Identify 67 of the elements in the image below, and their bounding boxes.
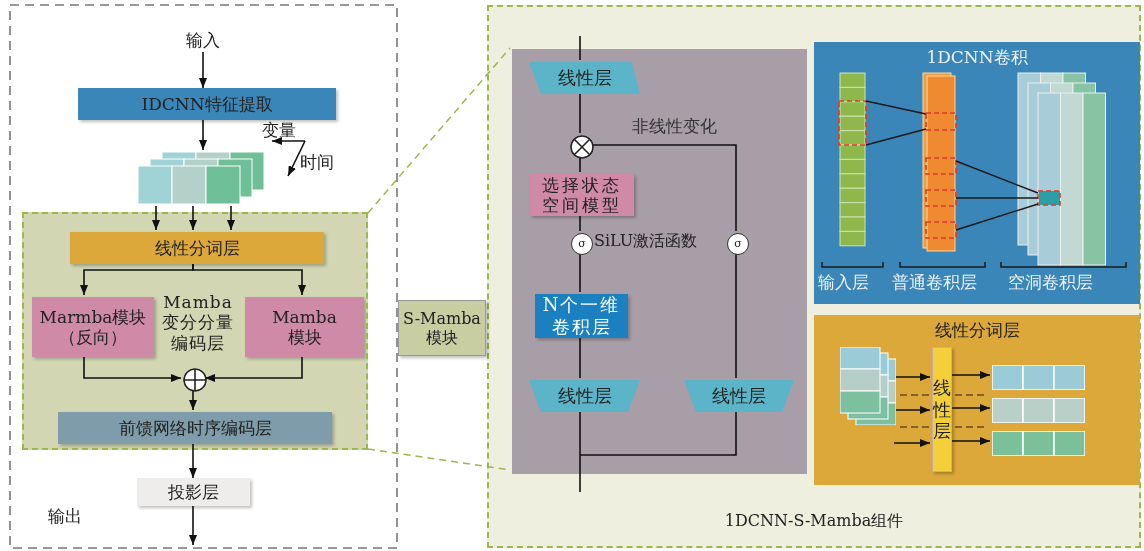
connector-arrow [893, 406, 931, 414]
input-label: 输入 [180, 28, 226, 52]
connector-arrow [199, 51, 207, 89]
connector-line [735, 252, 737, 379]
trapezoid-box: 线性层 [529, 62, 640, 94]
trapezoid-box: 线性层 [684, 380, 794, 412]
connector-line [579, 409, 581, 493]
tensor-drawing [138, 150, 264, 206]
process-box: 线性分词层 [70, 232, 324, 264]
connector-arrow [949, 437, 991, 445]
connector-arrow [199, 119, 207, 151]
token-row-drawing [992, 365, 1085, 390]
linear-layer-bar: 线性层 [932, 347, 952, 472]
text-label: 时间 [300, 152, 334, 173]
text-label: 普通卷积层 [892, 272, 977, 293]
connector-arrow [189, 441, 197, 479]
connector-arrow [152, 205, 160, 231]
module-panel [22, 212, 368, 450]
text-label: 非线性变化 [632, 116, 717, 137]
text-label: 空洞卷积层 [1008, 272, 1093, 293]
text-label: SiLU激活函数 [594, 231, 698, 251]
process-box: Marmba模块（反向） [32, 297, 154, 357]
module-tab: S-Mamba模块 [398, 300, 486, 356]
sum-circle [183, 368, 207, 392]
connector-line [591, 144, 737, 232]
connector-line [579, 213, 581, 232]
connector-line [579, 35, 581, 61]
activation-circle: σ [727, 233, 749, 255]
connector-line [579, 156, 581, 173]
connector-arrow [83, 354, 182, 382]
connector-arrow [949, 404, 991, 412]
panel-title: 线性分词层 [934, 319, 1020, 342]
connector-arrow [204, 354, 303, 382]
process-box: 投影层 [137, 478, 250, 506]
trapezoid-box: 线性层 [529, 380, 640, 412]
panel-title: 1DCNN-S-Mamba组件 [724, 511, 904, 532]
token-row-drawing [992, 431, 1085, 456]
mamba-block-panel [512, 49, 807, 474]
process-box: IDCNN特征提取 [78, 88, 336, 120]
activation-circle: σ [571, 233, 593, 255]
connector-arrow [189, 505, 197, 546]
process-box: Mamba模块 [245, 297, 364, 357]
connector-arrow [189, 205, 197, 231]
connector-arrow [949, 371, 991, 379]
tensor-drawing [840, 347, 896, 425]
connector-line [579, 252, 581, 293]
panel-title: 1DCNN卷积 [926, 46, 1028, 69]
process-box: N个一维卷积层 [535, 294, 628, 338]
text-label: 输出 [48, 506, 82, 527]
process-box: 选择状态空间模型 [530, 174, 634, 216]
token-row-drawing [992, 398, 1085, 423]
connector-arrow [893, 373, 931, 381]
connector-line [579, 409, 737, 456]
text-label: 输入层 [818, 272, 869, 293]
connector-line [579, 335, 581, 379]
connector-arrow [189, 389, 197, 411]
product-circle [570, 135, 594, 159]
tokenizer-panel [814, 315, 1140, 485]
process-box: 前馈网络时序编码层 [58, 412, 332, 444]
zoom-line [367, 47, 511, 214]
text-label: 变量 [262, 120, 296, 141]
connector-line [579, 91, 581, 134]
text-label: Mamba变分分量编码层 [161, 292, 235, 354]
connector-arrow [227, 205, 235, 231]
connector-arrow [893, 439, 931, 447]
component-panel [487, 5, 1141, 548]
connector-arrow [192, 261, 306, 296]
